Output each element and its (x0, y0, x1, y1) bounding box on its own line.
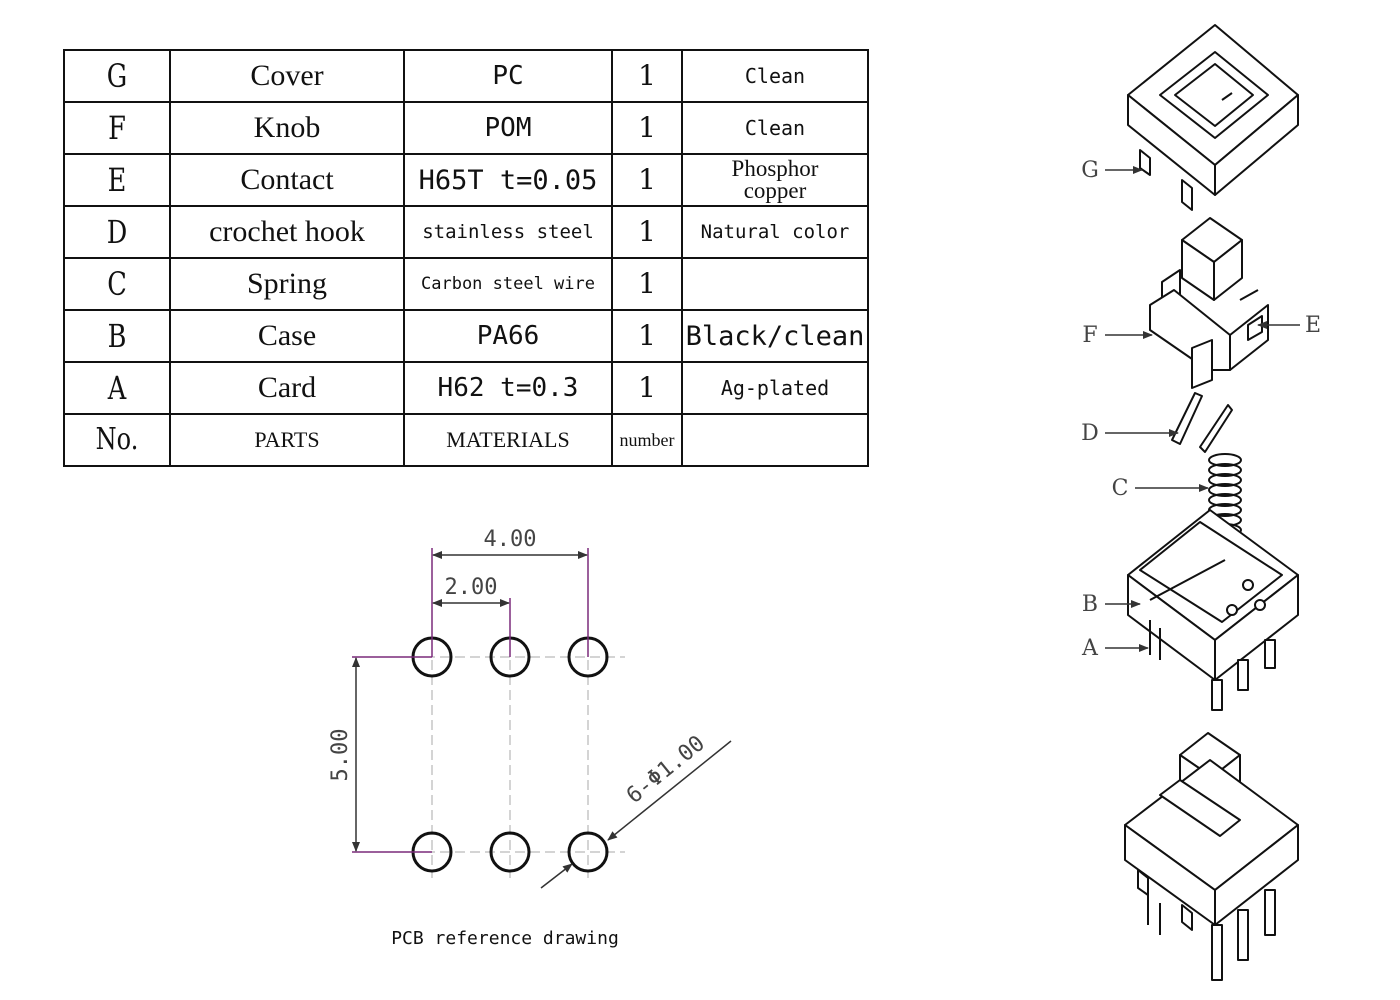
row-material: POM (403, 101, 613, 155)
row-no: B (73, 309, 161, 363)
row-material: PA66 (403, 309, 613, 363)
table-row: A Card H62 t=0.3 1 Ag-plated (64, 361, 869, 415)
row-number: 1 (611, 153, 683, 207)
row-no: D (73, 205, 161, 259)
header-number: number (611, 413, 683, 467)
dim-hole: 6-Φ1.00 (622, 731, 710, 809)
row-note (681, 257, 869, 311)
row-note: Ag-plated (681, 361, 869, 415)
row-no: C (73, 257, 161, 311)
table-row: D crochet hook stainless steel 1 Natural… (64, 205, 869, 259)
label-f: F (1082, 323, 1097, 348)
label-g: G (1081, 158, 1099, 183)
label-a: A (1081, 636, 1099, 661)
row-no: E (73, 153, 161, 207)
row-note: Black/clean (681, 309, 869, 363)
table-row: B Case PA66 1 Black/clean (64, 309, 869, 363)
label-d: D (1081, 421, 1099, 446)
header-note (681, 413, 869, 467)
row-note: Natural color (681, 205, 869, 259)
pcb-caption: PCB reference drawing (391, 928, 619, 949)
header-materials: MATERIALS (403, 413, 613, 467)
part-case-illustration (1127, 509, 1299, 711)
table-row: E Contact H65T t=0.05 1 Phosphor copper (64, 153, 869, 207)
dim-row-gap: 5.00 (328, 729, 353, 782)
pcb-hole (489, 831, 531, 873)
row-part: Case (169, 309, 405, 363)
row-material: PC (403, 49, 613, 103)
table-header-row: No. PARTS MATERIALS number (64, 413, 869, 467)
row-number: 1 (611, 257, 683, 311)
part-cover-illustration (1127, 24, 1299, 211)
header-no: No. (73, 413, 161, 467)
dim-pitch-4: 4.00 (484, 527, 537, 552)
row-part: Spring (169, 257, 405, 311)
pcb-hole (567, 831, 609, 873)
row-number: 1 (611, 361, 683, 415)
note-line: Phosphor (731, 156, 819, 182)
row-note: Phosphor copper (681, 153, 869, 207)
part-hook-illustration (1171, 392, 1233, 453)
row-material: Carbon steel wire (403, 257, 613, 311)
table-row: C Spring Carbon steel wire 1 (64, 257, 869, 311)
pcb-footprint (352, 548, 732, 889)
row-material: stainless steel (403, 205, 613, 259)
row-note: Clean (681, 49, 869, 103)
table-row: G Cover PC 1 Clean (64, 49, 869, 103)
table-row: F Knob POM 1 Clean (64, 101, 869, 155)
row-note: Clean (681, 101, 869, 155)
label-b: B (1082, 592, 1098, 617)
row-number: 1 (611, 49, 683, 103)
row-part: crochet hook (169, 205, 405, 259)
row-number: 1 (611, 101, 683, 155)
row-part: Contact (169, 153, 405, 207)
row-number: 1 (611, 205, 683, 259)
row-no: G (73, 49, 161, 103)
header-parts: PARTS (169, 413, 405, 467)
parts-table: G Cover PC 1 Clean F Knob POM 1 Clean E … (63, 49, 869, 467)
row-no: F (73, 101, 161, 155)
row-part: Card (169, 361, 405, 415)
row-part: Cover (169, 49, 405, 103)
exploded-view (1105, 24, 1300, 981)
part-knob-illustration (1149, 217, 1269, 389)
note-line: copper (743, 178, 807, 203)
row-part: Knob (169, 101, 405, 155)
row-no: A (73, 361, 161, 415)
row-material: H62 t=0.3 (403, 361, 613, 415)
row-number: 1 (611, 309, 683, 363)
assembled-switch-illustration (1124, 732, 1299, 981)
label-c: C (1112, 476, 1129, 501)
dim-pitch-2: 2.00 (445, 575, 498, 600)
row-material: H65T t=0.05 (403, 153, 613, 207)
label-e: E (1305, 313, 1321, 338)
